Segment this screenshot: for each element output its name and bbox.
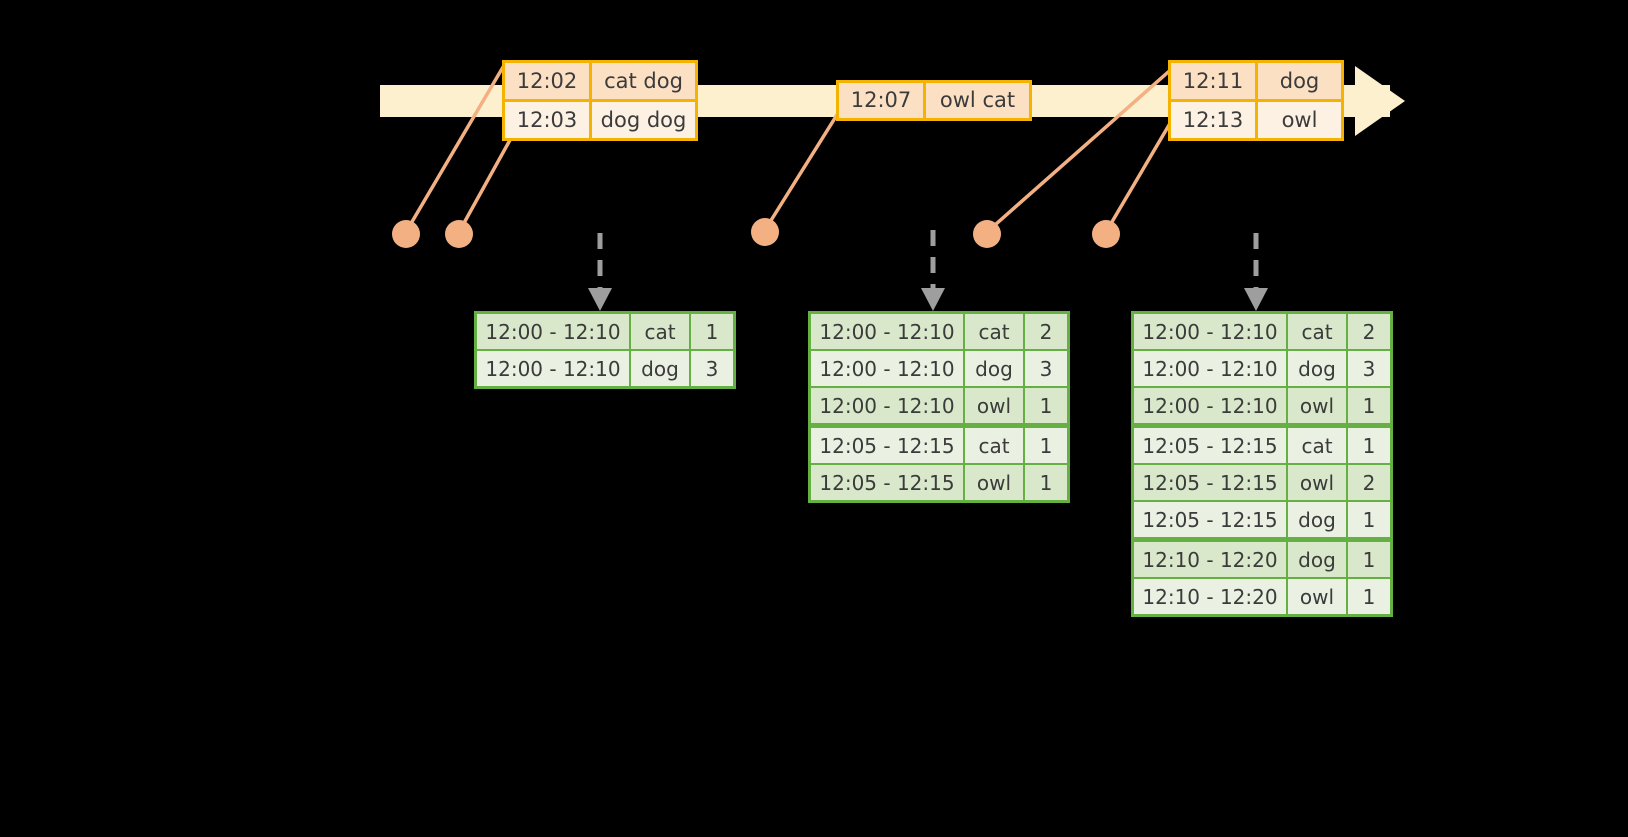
cell-window: 12:00 - 12:10 <box>811 388 963 423</box>
cell-key: owl <box>965 465 1023 500</box>
cell-key: cat <box>965 314 1023 349</box>
cell-count: 2 <box>1348 314 1390 349</box>
cell-window: 12:05 - 12:15 <box>811 428 963 463</box>
cell-window: 12:00 - 12:10 <box>1134 388 1286 423</box>
event-box-3[interactable]: 12:11 dog 12:13 owl <box>1168 60 1344 141</box>
cell-window: 12:10 - 12:20 <box>1134 579 1286 614</box>
cell-window: 12:00 - 12:10 <box>811 351 963 386</box>
event-row: 12:03 dog dog <box>505 99 695 138</box>
event-box-1[interactable]: 12:02 cat dog 12:03 dog dog <box>502 60 698 141</box>
cell-count: 1 <box>1348 428 1390 463</box>
cell-window: 12:05 - 12:15 <box>1134 502 1286 537</box>
cell-key: owl <box>1288 465 1346 500</box>
event-row: 12:13 owl <box>1171 99 1341 138</box>
cell-window: 12:00 - 12:10 <box>811 314 963 349</box>
event-time: 12:02 <box>505 63 592 99</box>
event-row: 12:02 cat dog <box>505 63 695 99</box>
cell-key: cat <box>1288 428 1346 463</box>
emit-arrow-heads <box>588 288 1268 311</box>
cell-count: 3 <box>1348 351 1390 386</box>
connector-dot-4 <box>973 220 1001 248</box>
emit-arrows <box>597 230 1259 295</box>
cell-key: dog <box>1288 351 1346 386</box>
cell-key: dog <box>1288 542 1346 577</box>
cell-key: cat <box>631 314 689 349</box>
event-payload: dog <box>1258 63 1341 99</box>
cell-key: cat <box>965 428 1023 463</box>
cell-count: 3 <box>691 351 733 386</box>
connector-dot-2 <box>445 220 473 248</box>
event-time: 12:07 <box>839 83 926 118</box>
cell-count: 3 <box>1025 351 1067 386</box>
cell-count: 1 <box>1348 502 1390 537</box>
event-payload: cat dog <box>592 63 695 99</box>
cell-window: 12:00 - 12:10 <box>1134 351 1286 386</box>
cell-key: owl <box>965 388 1023 423</box>
cell-count: 1 <box>1348 388 1390 423</box>
event-payload: dog dog <box>592 102 695 138</box>
connector-dot-1 <box>392 220 420 248</box>
cell-count: 2 <box>1348 465 1390 500</box>
cell-count: 1 <box>1025 465 1067 500</box>
event-payload: owl cat <box>926 83 1029 118</box>
cell-window: 12:05 - 12:15 <box>811 465 963 500</box>
cell-key: owl <box>1288 579 1346 614</box>
cell-count: 1 <box>691 314 733 349</box>
event-time: 12:03 <box>505 102 592 138</box>
cell-window: 12:05 - 12:15 <box>1134 465 1286 500</box>
cell-window: 12:00 - 12:10 <box>477 314 629 349</box>
cell-key: dog <box>965 351 1023 386</box>
cell-window: 12:10 - 12:20 <box>1134 542 1286 577</box>
cell-key: cat <box>1288 314 1346 349</box>
cell-key: owl <box>1288 388 1346 423</box>
connector-dots <box>392 218 1120 248</box>
connector-dot-3 <box>751 218 779 246</box>
cell-count: 1 <box>1025 388 1067 423</box>
cell-count: 1 <box>1348 542 1390 577</box>
cell-count: 1 <box>1025 428 1067 463</box>
cell-count: 2 <box>1025 314 1067 349</box>
cell-key: dog <box>631 351 689 386</box>
cell-count: 1 <box>1348 579 1390 614</box>
connector-dot-5 <box>1092 220 1120 248</box>
event-payload: owl <box>1258 102 1341 138</box>
cell-window: 12:05 - 12:15 <box>1134 428 1286 463</box>
cell-window: 12:00 - 12:10 <box>1134 314 1286 349</box>
event-box-2[interactable]: 12:07 owl cat <box>836 80 1032 121</box>
event-row: 12:11 dog <box>1171 63 1341 99</box>
event-time: 12:13 <box>1171 102 1258 138</box>
cell-window: 12:00 - 12:10 <box>477 351 629 386</box>
cell-key: dog <box>1288 502 1346 537</box>
event-row: 12:07 owl cat <box>839 83 1029 118</box>
event-time: 12:11 <box>1171 63 1258 99</box>
